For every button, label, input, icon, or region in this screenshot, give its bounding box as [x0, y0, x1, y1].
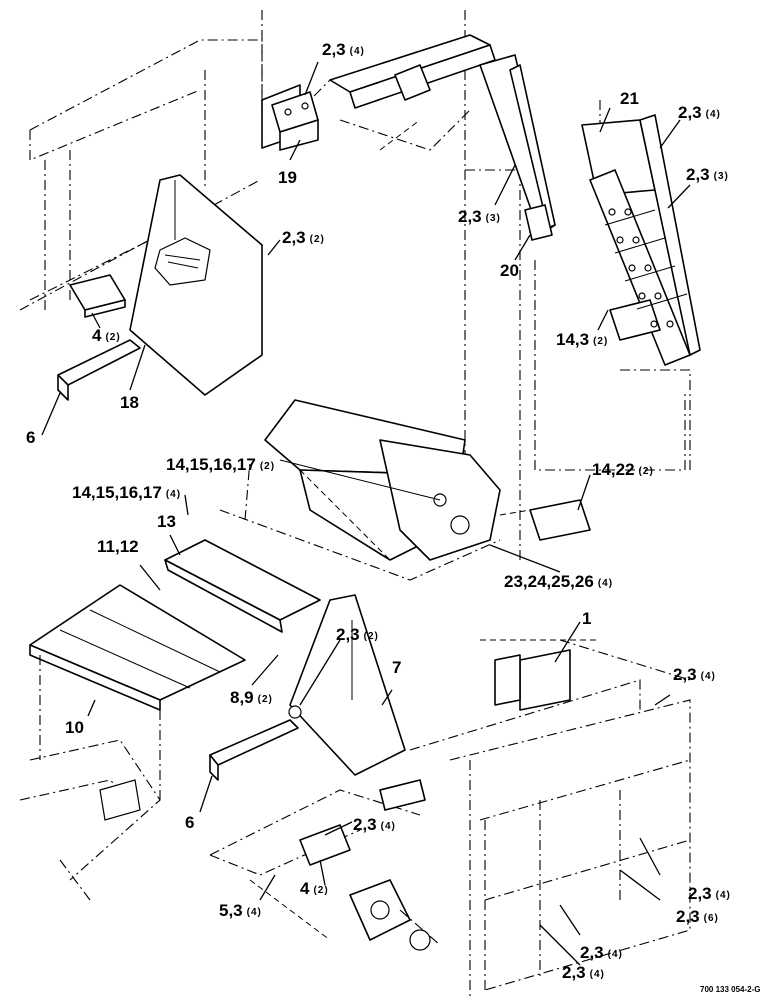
bracket-part-19 [261, 84, 319, 151]
callout-6-upper: 6 [26, 428, 35, 447]
callout-2-3-4-bottom-right-3: 2,3(4) [562, 963, 605, 982]
callout-2-3-4-bottom-right-1: 2,3(4) [688, 884, 731, 903]
callout-21: 21 [620, 89, 639, 108]
callout-2-3-4-top: 2,3(4) [322, 40, 365, 59]
rail-part-20 [479, 54, 556, 241]
platform-part-10 [29, 584, 246, 800]
callout-4-2-lower: 4(2) [300, 879, 329, 898]
callout-1: 1 [582, 609, 591, 628]
callout-14-15-16-17-4: 14,15,16,17(4) [72, 483, 181, 502]
callout-14-3-2: 14,3(2) [556, 330, 608, 349]
center-frame-assembly [219, 399, 501, 581]
leader-lines [41, 61, 691, 966]
frame-outline-top-left [19, 10, 263, 311]
callout-6-lower: 6 [185, 813, 194, 832]
lower-beam-assembly [209, 779, 441, 951]
callout-14-22-2: 14,22(2) [592, 460, 654, 479]
callout-2-3-3-right: 2,3(3) [686, 165, 729, 184]
lower-right-box-frame [409, 639, 691, 1000]
callout-2-3-2-lower: 2,3(2) [336, 625, 379, 644]
bracket-part-4-upper [69, 274, 126, 318]
callout-2-3-4-mid-right: 2,3(4) [673, 665, 716, 684]
callout-4-2-upper: 4(2) [92, 326, 121, 345]
callout-2-3-6: 2,3(6) [676, 907, 719, 926]
callout-2-3-4-bottom-right-2: 2,3(4) [580, 943, 623, 962]
callout-2-3-2-upper: 2,3(2) [282, 228, 325, 247]
callout-labels: 2,3(4) 19 2,3(2) 4(2) 18 6 21 2,3(4) 2,3… [26, 40, 731, 982]
callout-10: 10 [65, 718, 84, 737]
callout-5-3-4: 5,3(4) [219, 901, 262, 920]
callout-13: 13 [157, 512, 176, 531]
panel-part-18 [129, 174, 263, 396]
callout-2-3-4-right: 2,3(4) [678, 103, 721, 122]
drawing-number: 700 133 054-2-G [700, 985, 761, 994]
gusset-part-6-lower [209, 719, 299, 781]
callout-20: 20 [500, 261, 519, 280]
callout-2-3-3-center: 2,3(3) [458, 207, 501, 226]
lower-left-frame [19, 739, 161, 901]
cover-part-13 [164, 539, 321, 633]
callout-23-24-25-26-4: 23,24,25,26(4) [504, 572, 613, 591]
upper-cross-beam [299, 34, 496, 151]
guard-part-1 [480, 639, 600, 711]
bracket-part-14-22 [499, 499, 591, 541]
callout-19: 19 [278, 168, 297, 187]
callout-18: 18 [120, 393, 139, 412]
gusset-part-7 [288, 594, 406, 776]
callout-8-9-2: 8,9(2) [230, 688, 273, 707]
callout-7: 7 [392, 658, 401, 677]
callout-11-12: 11,12 [97, 537, 139, 556]
gusset-part-6-upper [57, 339, 141, 401]
callout-14-15-16-17-2: 14,15,16,17(2) [166, 455, 275, 474]
ladder-part-21 [581, 114, 701, 366]
callout-2-3-4-bottom: 2,3(4) [353, 815, 396, 834]
